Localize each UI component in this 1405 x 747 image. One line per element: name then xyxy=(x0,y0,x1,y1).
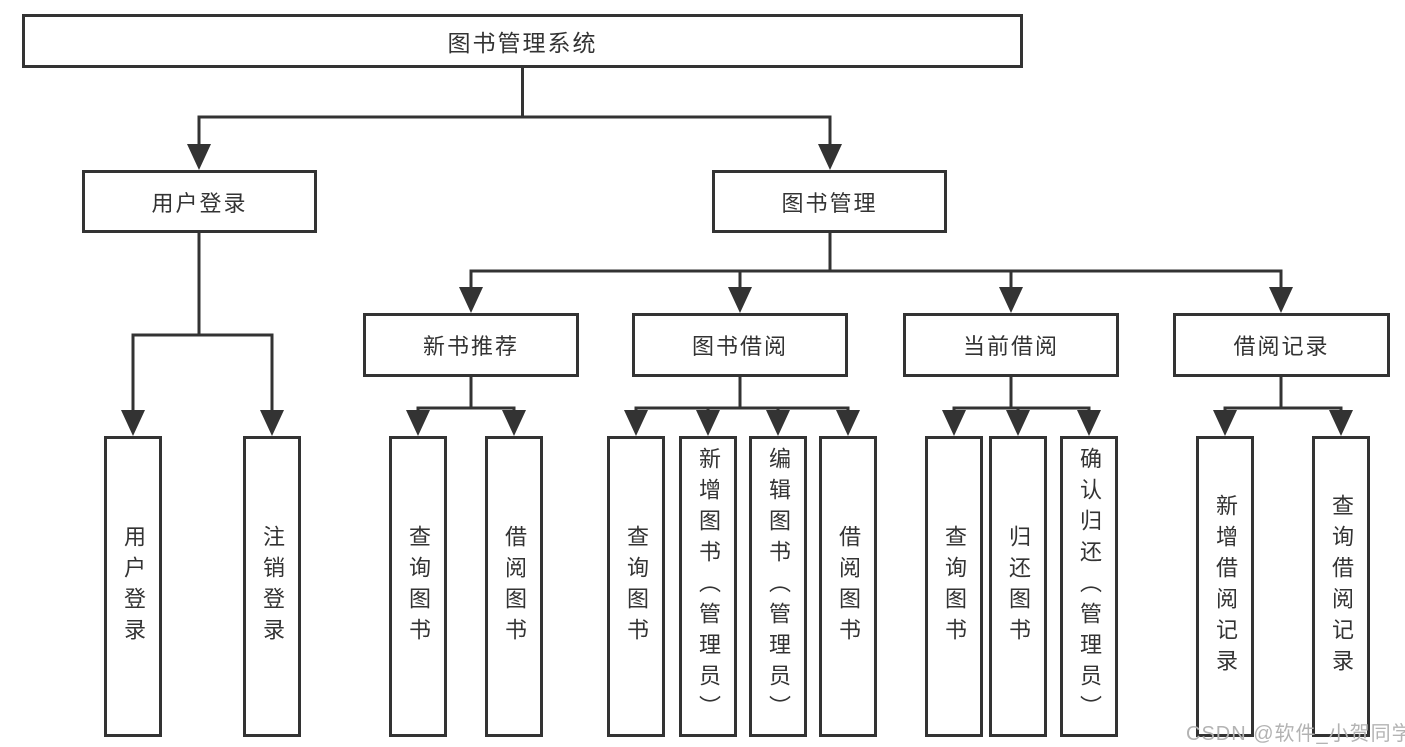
node-current-borrow: 当前借阅 xyxy=(903,313,1119,377)
leaf-current-query-books-label: 查询图书 xyxy=(942,524,967,649)
leaf-add-books-admin: 新增图书（管理员） xyxy=(679,436,737,737)
node-root-label: 图书管理系统 xyxy=(447,30,598,56)
node-borrow-records-label: 借阅记录 xyxy=(1233,334,1330,359)
leaf-query-borrow-record: 查询借阅记录 xyxy=(1312,436,1370,737)
leaf-confirm-return-admin: 确认归还（管理员） xyxy=(1060,436,1118,737)
leaf-add-books-admin-label: 新增图书（管理员） xyxy=(696,447,721,726)
leaf-edit-books-admin-label: 编辑图书（管理员） xyxy=(766,447,791,726)
leaf-current-query-books: 查询图书 xyxy=(925,436,983,737)
leaf-borrow-query-books: 查询图书 xyxy=(607,436,665,737)
leaf-borrow-books-label: 借阅图书 xyxy=(836,524,861,649)
leaf-recommend-query-books: 查询图书 xyxy=(389,436,447,737)
leaf-return-books: 归还图书 xyxy=(989,436,1047,737)
node-book-management: 图书管理 xyxy=(712,170,947,233)
leaf-add-borrow-record-label: 新增借阅记录 xyxy=(1213,493,1238,680)
leaf-return-books-label: 归还图书 xyxy=(1006,524,1031,649)
arrowheads xyxy=(121,144,1353,436)
leaf-recommend-borrow-books: 借阅图书 xyxy=(485,436,543,737)
leaf-add-borrow-record: 新增借阅记录 xyxy=(1196,436,1254,737)
leaf-recommend-query-books-label: 查询图书 xyxy=(406,524,431,649)
leaf-logout-label: 注销登录 xyxy=(260,524,285,649)
leaf-recommend-borrow-books-label: 借阅图书 xyxy=(502,524,527,649)
node-new-book-recommend: 新书推荐 xyxy=(363,313,579,377)
node-book-management-label: 图书管理 xyxy=(781,190,878,216)
node-borrow-records: 借阅记录 xyxy=(1173,313,1390,377)
watermark: CSDN @软件_小贺同学 xyxy=(1186,723,1405,745)
leaf-borrow-books: 借阅图书 xyxy=(819,436,877,737)
leaf-confirm-return-admin-label: 确认归还（管理员） xyxy=(1077,447,1102,726)
leaf-edit-books-admin: 编辑图书（管理员） xyxy=(749,436,807,737)
leaf-borrow-query-books-label: 查询图书 xyxy=(624,524,649,649)
leaf-logout: 注销登录 xyxy=(243,436,301,737)
leaf-user-login-label: 用户登录 xyxy=(121,524,146,649)
leaf-query-borrow-record-label: 查询借阅记录 xyxy=(1329,493,1354,680)
node-new-book-recommend-label: 新书推荐 xyxy=(422,334,519,359)
node-book-borrow-label: 图书借阅 xyxy=(691,334,788,359)
node-book-borrow: 图书借阅 xyxy=(632,313,848,377)
node-root: 图书管理系统 xyxy=(22,14,1023,68)
node-user-login-label: 用户登录 xyxy=(151,190,248,216)
leaf-user-login: 用户登录 xyxy=(104,436,162,737)
node-current-borrow-label: 当前借阅 xyxy=(962,334,1059,359)
node-user-login: 用户登录 xyxy=(82,170,317,233)
